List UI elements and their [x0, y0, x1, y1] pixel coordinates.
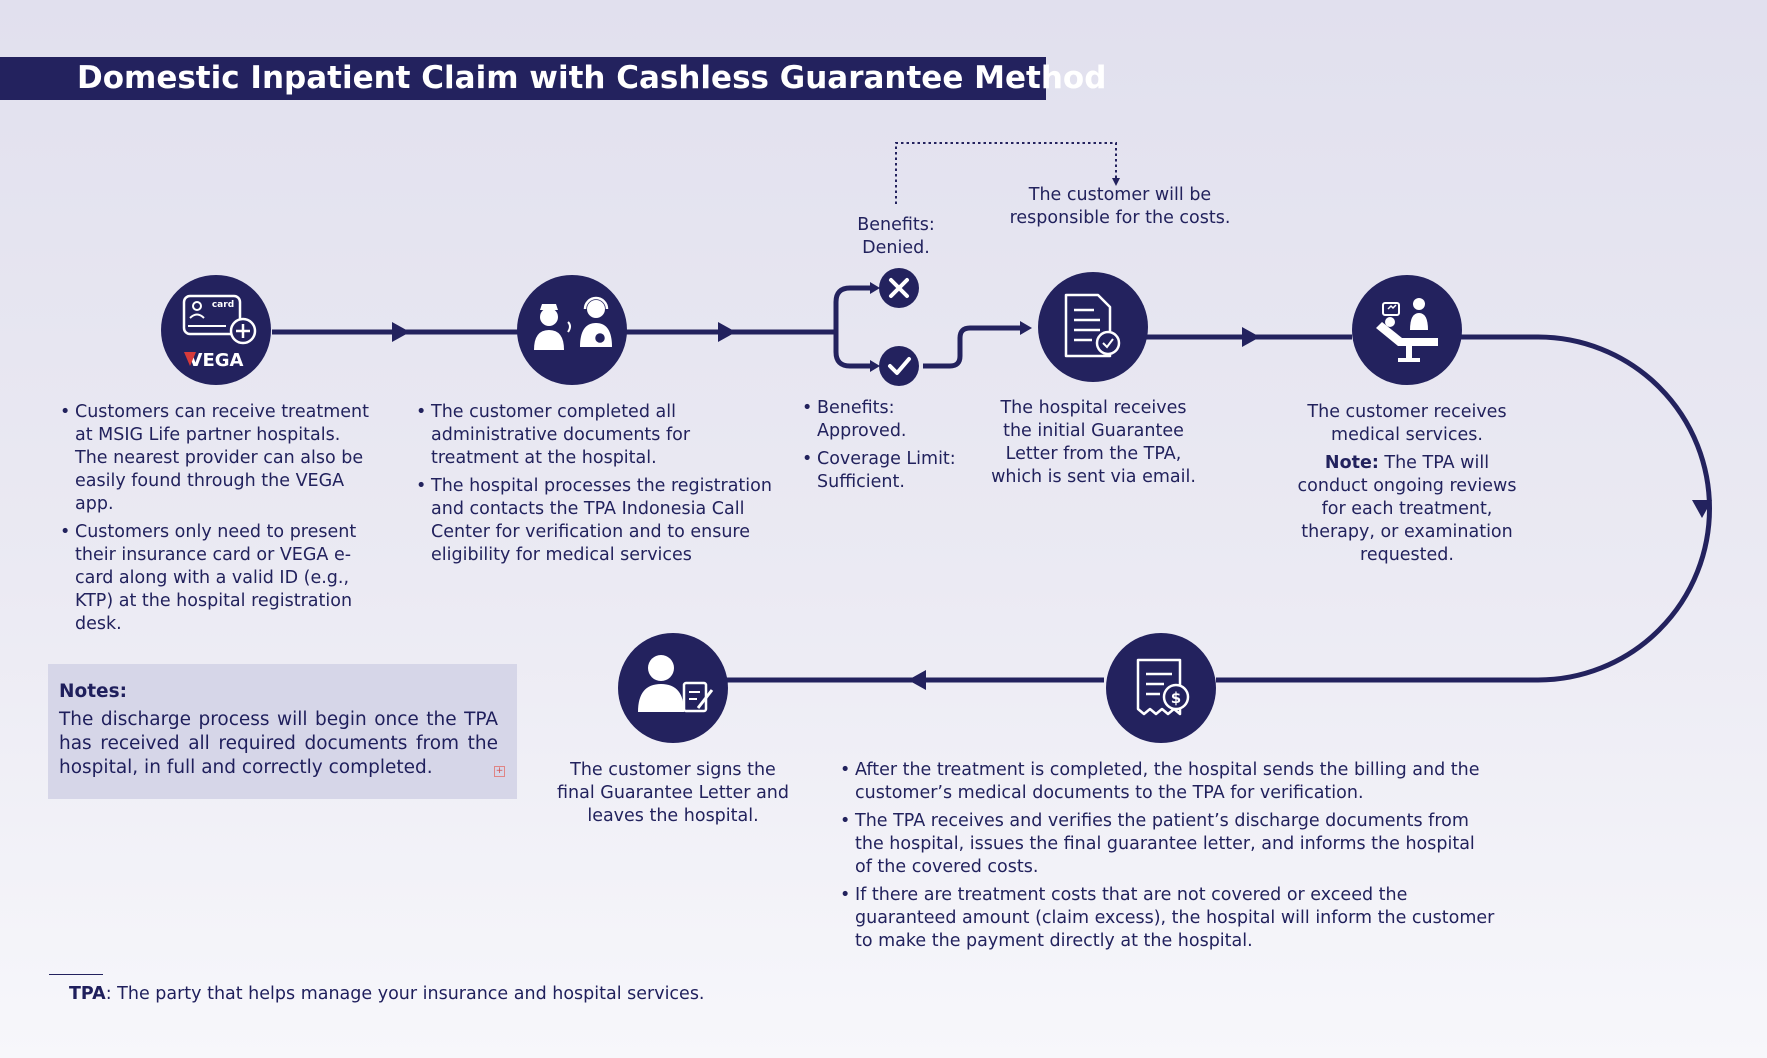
- notes-box: Notes: The discharge process will begin …: [48, 664, 517, 799]
- denied-icon: [879, 268, 919, 308]
- list-item: Customers only need to present their ins…: [60, 521, 375, 636]
- list-item: After the treatment is completed, the ho…: [840, 759, 1496, 805]
- guarantee-letter-text: The hospital receives the initial Guaran…: [991, 398, 1196, 487]
- step-vega-card-text: Customers can receive treatment at MSIG …: [60, 401, 375, 641]
- arrowhead-4: [1242, 327, 1260, 347]
- footnote-definition: : The party that helps manage your insur…: [105, 984, 705, 1004]
- discharge-text: The customer signs the final Guarantee L…: [557, 760, 789, 826]
- invoice-dollar-icon: $: [1106, 633, 1216, 743]
- approved-icon: [879, 346, 919, 386]
- page-title: Domestic Inpatient Claim with Cashless G…: [0, 57, 1106, 100]
- svg-text:$: $: [1171, 689, 1181, 707]
- list-item: The customer completed all administrativ…: [416, 401, 774, 470]
- medical-services-main: The customer receives medical services.: [1307, 402, 1507, 445]
- vega-card-icon: card VEGA: [161, 275, 271, 385]
- arrowhead-5: [908, 670, 926, 690]
- list-item: Coverage Limit: Sufficient.: [802, 448, 972, 494]
- patient-treatment-icon: [1352, 275, 1462, 385]
- arrowhead-approved: [870, 360, 880, 372]
- denied-result-text: The customer will be responsible for the…: [1009, 185, 1231, 228]
- arrowhead-loop: [1692, 500, 1712, 518]
- note-text: The TPA will conduct ongoing reviews for…: [1297, 453, 1517, 565]
- denied-dotted-connector: [895, 142, 1117, 204]
- arrowhead-2: [718, 322, 736, 342]
- card-label: card: [212, 300, 234, 310]
- list-item: Benefits: Approved.: [802, 397, 972, 443]
- vega-logo: VEGA: [189, 350, 244, 371]
- note-label: Note:: [1324, 453, 1379, 473]
- list-item: The hospital processes the registration …: [416, 475, 774, 567]
- approved-connector: [923, 325, 1024, 369]
- benefits-approved-text: Benefits: Approved. Coverage Limit: Suff…: [802, 397, 972, 499]
- medical-services-note: Note: The TPA will conduct ongoing revie…: [1292, 452, 1522, 567]
- person-signing-icon: [618, 633, 728, 743]
- arrowhead-1: [392, 322, 410, 342]
- footnote-divider: [49, 974, 103, 975]
- benefits-denied-label: Benefits: Denied.: [857, 215, 935, 258]
- arrowhead-dotted: [1112, 178, 1120, 186]
- footnote-term: TPA: [69, 984, 106, 1004]
- loop-connector: [1216, 334, 1712, 683]
- medical-services-text: The customer receives medical services. …: [1292, 401, 1522, 567]
- notes-title: Notes:: [59, 681, 127, 702]
- footnote: TPA: The party that helps manage your in…: [69, 983, 705, 1006]
- arrowhead-denied: [870, 282, 880, 294]
- billing-text: After the treatment is completed, the ho…: [840, 759, 1496, 958]
- arrowhead-3: [1020, 321, 1032, 335]
- list-item: Customers can receive treatment at MSIG …: [60, 401, 375, 516]
- split-bracket: [833, 285, 874, 369]
- list-item: If there are treatment costs that are no…: [840, 884, 1496, 953]
- notes-text: The discharge process will begin once th…: [59, 709, 498, 778]
- step-registration-text: The customer completed all administrativ…: [416, 401, 774, 572]
- plus-icon: +: [494, 766, 505, 777]
- document-check-icon: [1038, 272, 1148, 382]
- list-item: The TPA receives and verifies the patien…: [840, 810, 1496, 879]
- nurse-call-center-icon: [517, 275, 627, 385]
